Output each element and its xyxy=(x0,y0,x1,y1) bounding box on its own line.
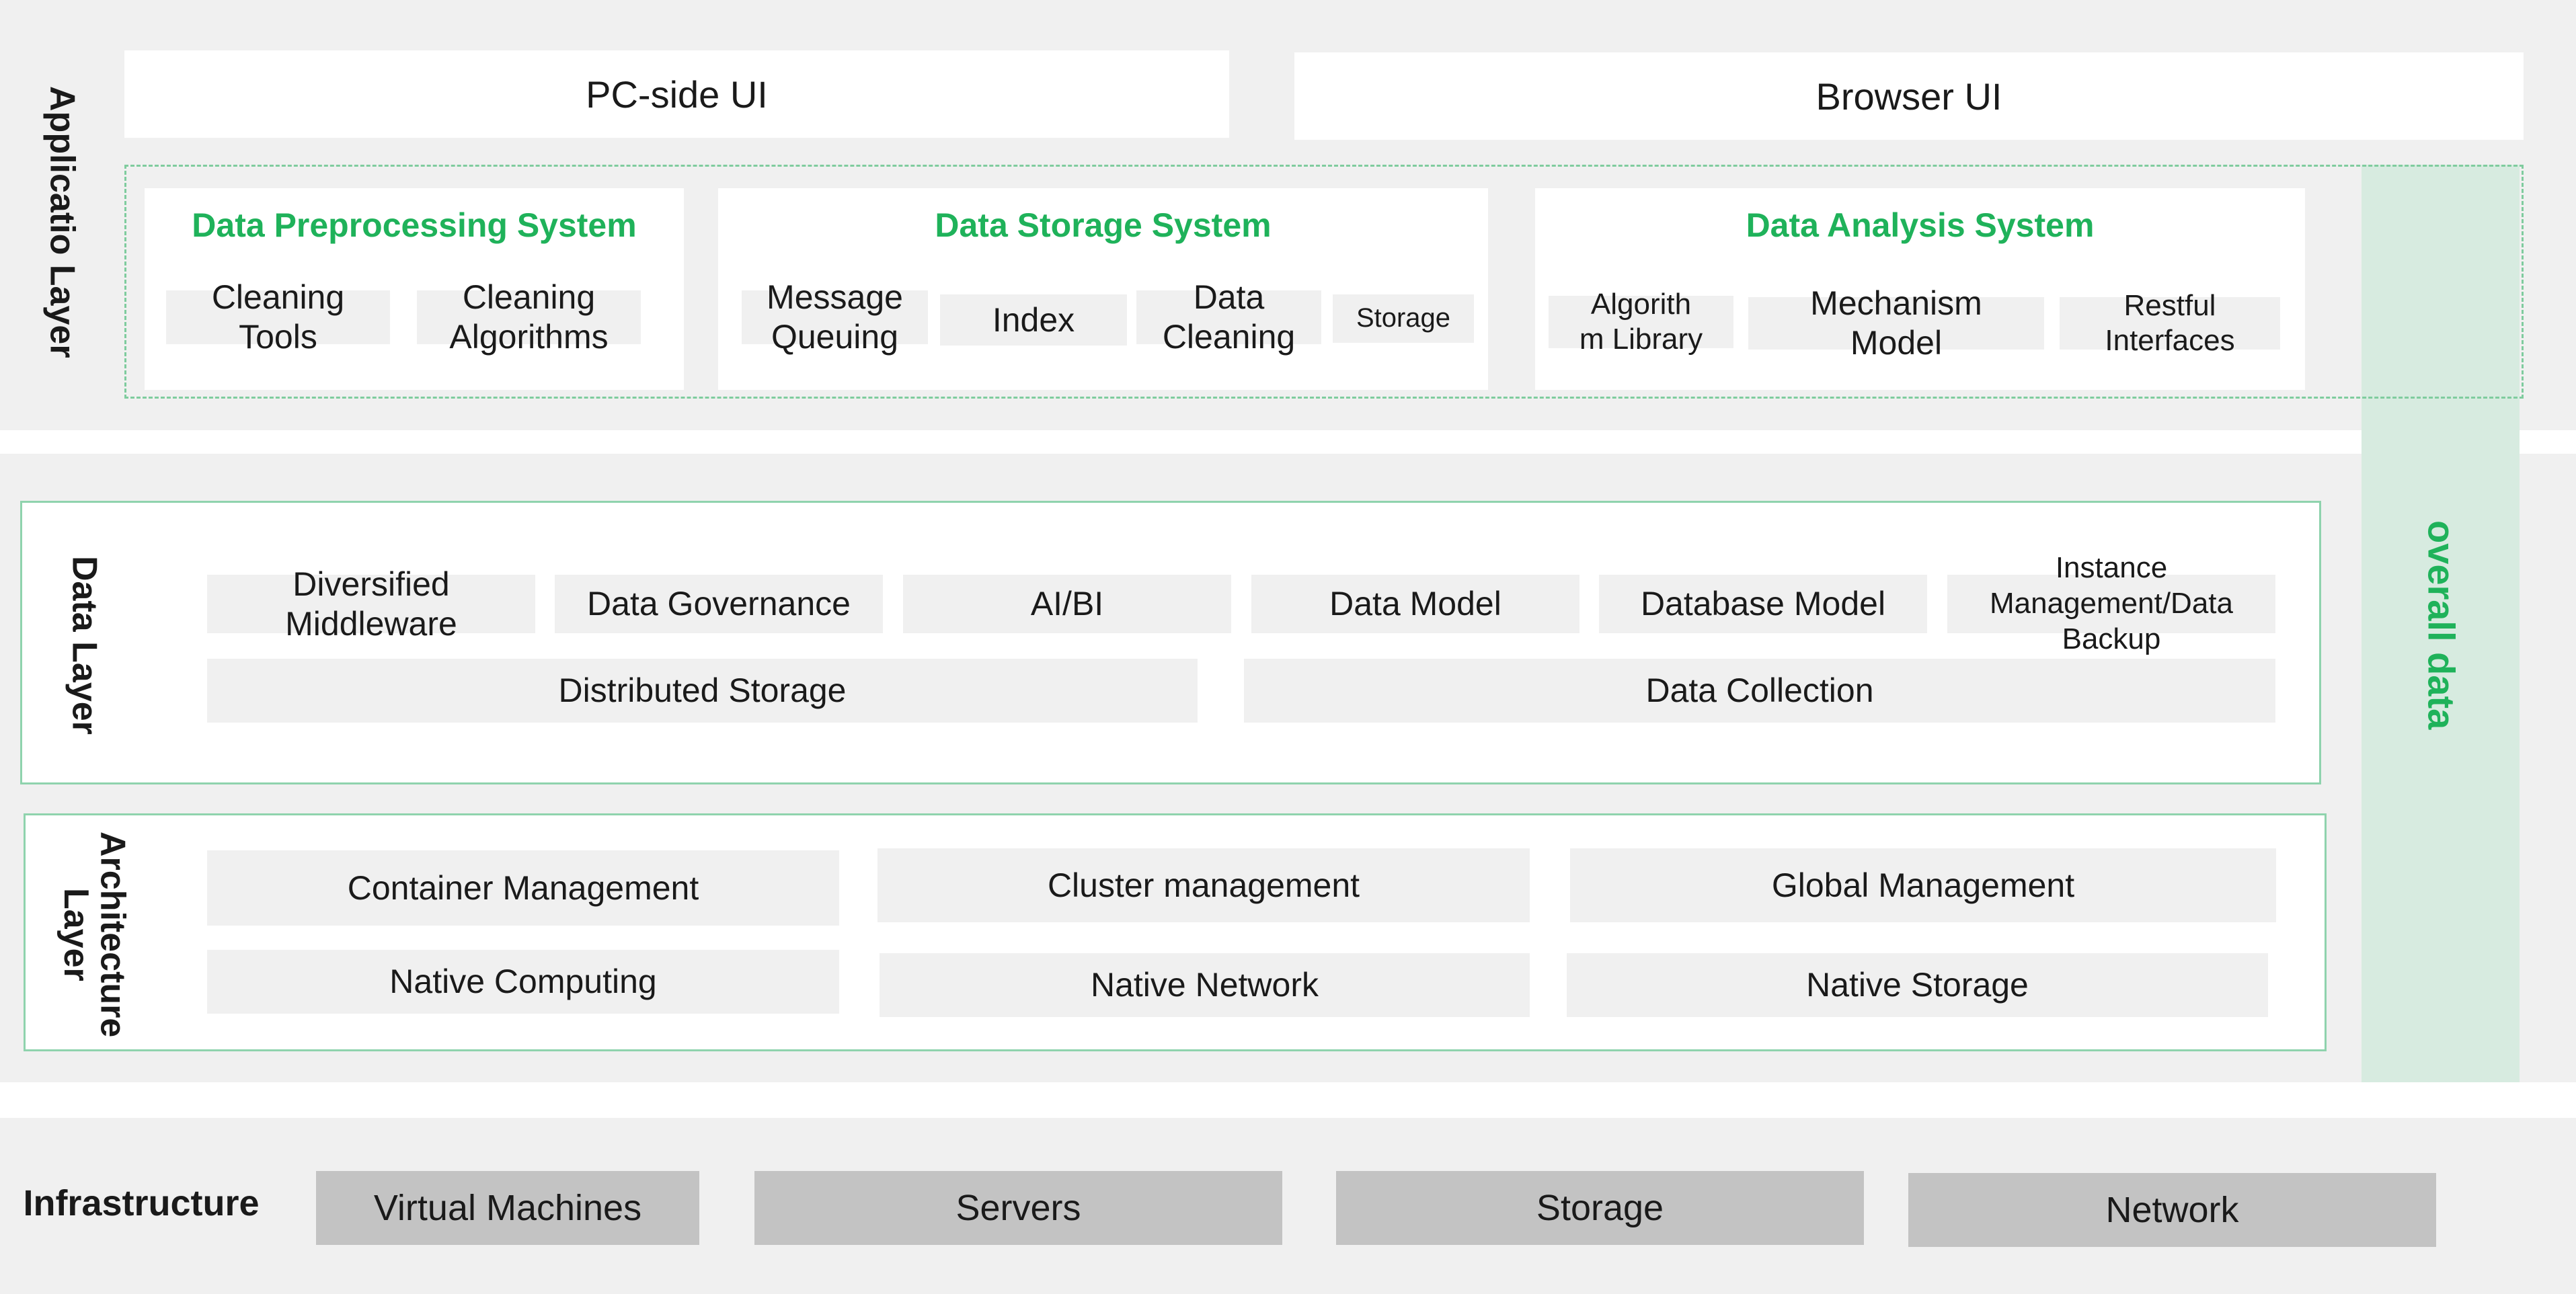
data-storage-panel xyxy=(718,188,1488,390)
restful-interfaces-chip: Restful Interfaces xyxy=(2060,289,2280,357)
mechanism-model-chip: Mechanism Model xyxy=(1748,284,2044,362)
instance-management-chip: Instance Management/Data Backup xyxy=(1947,551,2275,655)
architecture-layer-label: Architecture Layer xyxy=(56,831,132,1038)
infrastructure-label: Infrastructure xyxy=(23,1183,260,1223)
storage-infra-chip: Storage xyxy=(1336,1171,1864,1245)
data-governance-chip: Data Governance xyxy=(555,575,883,633)
ai-bi-chip: AI/BI xyxy=(903,575,1231,633)
native-storage-chip: Native Storage xyxy=(1567,953,2268,1017)
data-cleaning-chip: Data Cleaning xyxy=(1136,278,1321,356)
distributed-storage-chip: Distributed Storage xyxy=(207,659,1198,723)
algorithm-library-line1: Algorith xyxy=(1590,288,1692,321)
data-analysis-panel xyxy=(1535,188,2305,390)
data-layer-label: Data Layer xyxy=(65,556,104,735)
cleaning-tools-chip: Cleaning Tools xyxy=(166,278,390,356)
overall-data-label: overall data xyxy=(2420,520,2463,730)
data-model-chip: Data Model xyxy=(1251,575,1579,633)
storage-chip: Storage xyxy=(1333,294,1474,343)
algorithm-library-line2: m Library xyxy=(1579,323,1703,356)
diversified-middleware-chip: Diversified Middleware xyxy=(207,565,535,643)
native-computing-chip: Native Computing xyxy=(207,950,839,1014)
database-model-chip: Database Model xyxy=(1599,575,1927,633)
index-chip: Index xyxy=(940,294,1127,346)
data-preprocessing-title: Data Preprocessing System xyxy=(192,206,637,244)
application-layer-label: Applicatio Layer xyxy=(42,85,82,358)
message-queuing-chip: Message Queuing xyxy=(742,278,928,356)
cleaning-algorithms-chip: Cleaning Algorithms xyxy=(417,278,641,356)
data-preprocessing-panel xyxy=(145,188,684,390)
container-management-chip: Container Management xyxy=(207,850,839,926)
systems-dashed-frame xyxy=(124,165,2524,399)
global-management-chip: Global Management xyxy=(1570,848,2276,922)
pc-side-ui-block: PC-side UI xyxy=(124,50,1229,138)
native-network-chip: Native Network xyxy=(880,953,1530,1017)
algorithm-library-chip: Algorith m Library xyxy=(1549,288,1733,356)
browser-ui-block: Browser UI xyxy=(1294,52,2524,140)
data-layer-frame xyxy=(20,501,2321,784)
cluster-management-chip: Cluster management xyxy=(877,848,1530,922)
overall-data-bar xyxy=(2362,165,2520,1082)
virtual-machines-chip: Virtual Machines xyxy=(316,1171,699,1245)
network-chip: Network xyxy=(1908,1173,2436,1247)
data-analysis-title: Data Analysis System xyxy=(1746,206,2095,244)
data-collection-chip: Data Collection xyxy=(1244,659,2275,723)
servers-chip: Servers xyxy=(754,1171,1282,1245)
data-storage-title: Data Storage System xyxy=(935,206,1272,244)
